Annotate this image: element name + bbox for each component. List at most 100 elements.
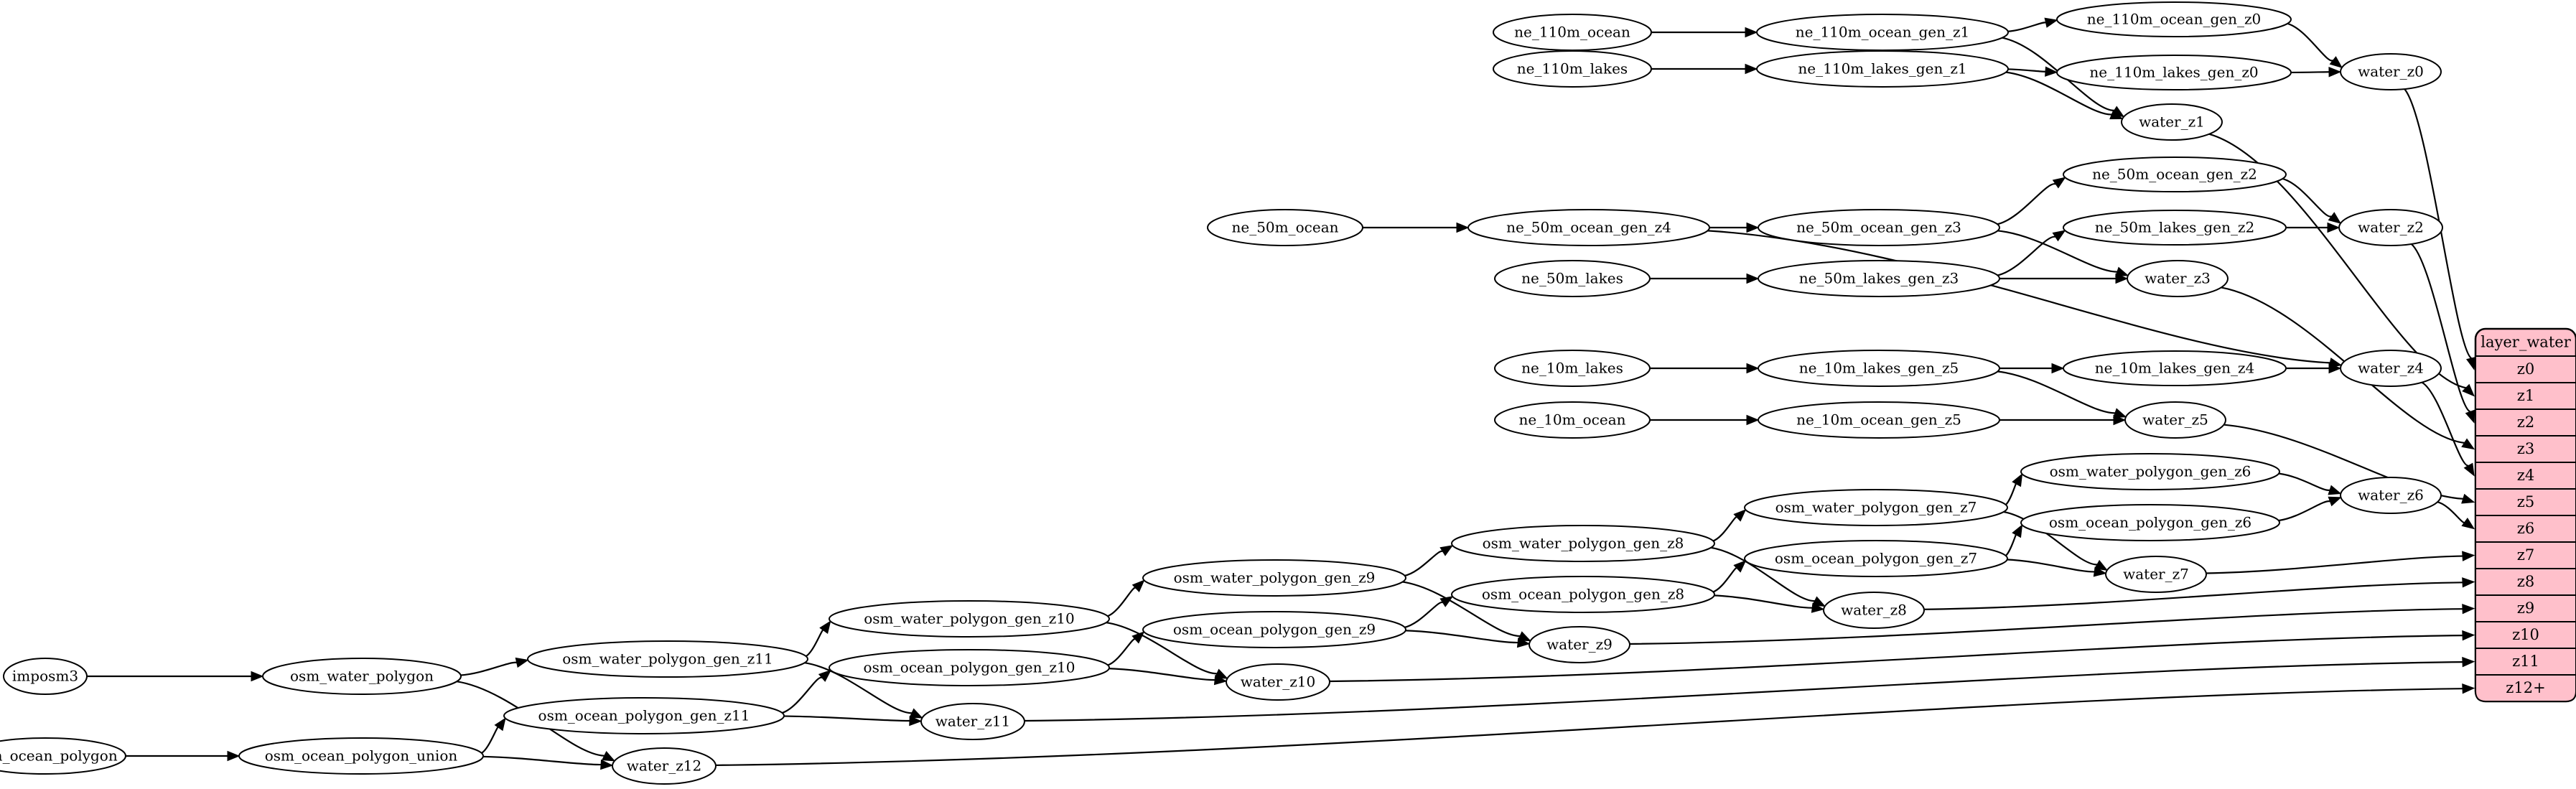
layer-water-row-z3[interactable] xyxy=(2475,435,2576,463)
graph-node-ne-110m-ocean[interactable]: ne_110m_ocean xyxy=(1493,14,1652,51)
node-shape xyxy=(2340,477,2442,514)
graph-node-osm-water-polygon-gen-z9[interactable]: osm_water_polygon_gen_z9 xyxy=(1142,559,1406,597)
graph-node-osm-ocean-polygon-gen-z6[interactable]: osm_ocean_polygon_gen_z6 xyxy=(2020,504,2280,541)
graph-node-osm-ocean-polygon-gen-z11[interactable]: osm_ocean_polygon_gen_z11 xyxy=(503,697,785,734)
layer-water-row-z1[interactable] xyxy=(2475,382,2576,410)
layer-water-row-label: z4 xyxy=(2517,467,2534,484)
graph-node-osm-ocean-polygon-gen-z9[interactable]: osm_ocean_polygon_gen_z9 xyxy=(1142,611,1406,648)
graph-node-water-z0[interactable]: water_z0 xyxy=(2340,53,2442,90)
node-shape xyxy=(1758,401,2000,439)
graph-node-water-z9[interactable]: water_z9 xyxy=(1529,626,1630,663)
graph-edge-arrowhead xyxy=(1456,222,1470,233)
graph-edge-arrowhead xyxy=(1745,63,1758,75)
graph-edge-arrowhead xyxy=(1811,602,1825,613)
graph-node-water-z10[interactable]: water_z10 xyxy=(1226,663,1330,701)
graph-node-osm-water-polygon-gen-z7[interactable]: osm_water_polygon_gen_z7 xyxy=(1744,489,2008,526)
graph-node-ne-10m-lakes-gen-z5[interactable]: ne_10m_lakes_gen_z5 xyxy=(1758,350,2000,387)
graph-node-osm-ocean-polygon-gen-z7[interactable]: osm_ocean_polygon_gen_z7 xyxy=(1744,540,2008,577)
graph-edge-arrowhead xyxy=(2052,177,2066,189)
node-shape xyxy=(612,747,717,785)
graph-node-ne-50m-lakes-gen-z3[interactable]: ne_50m_lakes_gen_z3 xyxy=(1758,260,2000,297)
layer-water-row-z10[interactable] xyxy=(2475,621,2576,649)
node-shape xyxy=(2124,401,2226,439)
graph-node-ne-50m-ocean-gen-z4[interactable]: ne_50m_ocean_gen_z4 xyxy=(1467,209,1710,246)
graph-node-ne-50m-ocean-gen-z2[interactable]: ne_50m_ocean_gen_z2 xyxy=(2063,157,2287,192)
node-label: imposm3 xyxy=(12,668,78,685)
node-label: osm_water_polygon_gen_z8 xyxy=(1483,535,1684,552)
graph-edge-arrowhead xyxy=(2328,363,2342,374)
graph-node-ne-10m-lakes[interactable]: ne_10m_lakes xyxy=(1494,350,1651,387)
graph-node-water-z8[interactable]: water_z8 xyxy=(1823,592,1925,629)
node-shape xyxy=(2127,260,2229,297)
layer-water-row-z2[interactable] xyxy=(2475,408,2576,436)
graph-node-imposm3[interactable]: imposm3 xyxy=(3,658,88,695)
graph-node-ne-10m-ocean[interactable]: ne_10m_ocean xyxy=(1494,401,1651,439)
graph-node-ne-110m-ocean-gen-z1[interactable]: ne_110m_ocean_gen_z1 xyxy=(1756,14,2009,51)
graph-edge-arrowhead xyxy=(1439,545,1454,556)
graph-node-ne-110m-lakes-gen-z1[interactable]: ne_110m_lakes_gen_z1 xyxy=(1756,50,2009,88)
graph-node-water-z1[interactable]: water_z1 xyxy=(2121,103,2223,141)
node-label: water_z5 xyxy=(2142,411,2208,429)
node-label: ne_110m_ocean_gen_z1 xyxy=(1796,24,1970,41)
graph-node-osm-water-polygon-gen-z8[interactable]: osm_water_polygon_gen_z8 xyxy=(1451,525,1715,562)
graph-node-osm-water-polygon-gen-z11[interactable]: osm_water_polygon_gen_z11 xyxy=(527,640,808,678)
node-label: water_z0 xyxy=(2358,63,2424,80)
graph-node-water-z12[interactable]: water_z12 xyxy=(612,747,717,785)
graph-edge-arrowhead xyxy=(1516,637,1531,648)
layer-water-row-z8[interactable] xyxy=(2475,568,2576,596)
graph-edge-arrowhead xyxy=(2462,630,2475,641)
graph-node-osm-ocean-polygon[interactable]: osm_ocean_polygon xyxy=(0,737,126,775)
graph-node-ne-110m-lakes[interactable]: ne_110m_lakes xyxy=(1493,50,1652,88)
graph-node-water-z2[interactable]: water_z2 xyxy=(2338,209,2443,246)
graph-node-osm-water-polygon-gen-z10[interactable]: osm_water_polygon_gen_z10 xyxy=(829,600,1110,638)
graph-node-osm-ocean-polygon-gen-z8[interactable]: osm_ocean_polygon_gen_z8 xyxy=(1451,576,1715,613)
graph-node-ne-50m-ocean-gen-z3[interactable]: ne_50m_ocean_gen_z3 xyxy=(1758,209,2000,246)
node-label: osm_water_polygon_gen_z9 xyxy=(1174,569,1376,587)
layer-water-row-z0[interactable] xyxy=(2475,355,2576,383)
layer-water-row-z9[interactable] xyxy=(2475,594,2576,622)
graph-node-osm-water-polygon-gen-z6[interactable]: osm_water_polygon_gen_z6 xyxy=(2020,453,2280,490)
graph-node-osm-water-polygon[interactable]: osm_water_polygon xyxy=(262,658,462,695)
node-label: ne_110m_ocean_gen_z0 xyxy=(2087,11,2262,28)
node-shape xyxy=(0,737,126,775)
graph-node-water-z3[interactable]: water_z3 xyxy=(2127,260,2229,297)
graph-node-ne-110m-lakes-gen-z0[interactable]: ne_110m_lakes_gen_z0 xyxy=(2056,55,2292,90)
node-shape xyxy=(2340,350,2442,387)
graph-edge xyxy=(2281,177,2332,218)
layer-water-row-z5[interactable] xyxy=(2475,488,2576,516)
graph-node-ne-10m-ocean-gen-z5[interactable]: ne_10m_ocean_gen_z5 xyxy=(1758,401,2000,439)
graph-edge xyxy=(1403,550,1444,577)
layer-water-row-label: z6 xyxy=(2517,520,2534,537)
node-shape xyxy=(2056,1,2292,37)
node-shape xyxy=(1207,209,1363,246)
layer-water-row-z11[interactable] xyxy=(2475,648,2576,676)
node-label: water_z6 xyxy=(2358,487,2424,504)
graph-node-water-z4[interactable]: water_z4 xyxy=(2340,350,2442,387)
graph-node-ne-10m-lakes-gen-z4[interactable]: ne_10m_lakes_gen_z4 xyxy=(2063,350,2287,386)
node-label: ne_110m_lakes xyxy=(1517,60,1628,78)
graph-edge xyxy=(1709,546,1815,602)
node-shape xyxy=(1142,559,1406,597)
graph-node-water-z11[interactable]: water_z11 xyxy=(920,703,1025,740)
graph-node-ne-50m-lakes[interactable]: ne_50m_lakes xyxy=(1494,260,1651,297)
graph-node-ne-50m-ocean[interactable]: ne_50m_ocean xyxy=(1207,209,1363,246)
graph-node-water-z5[interactable]: water_z5 xyxy=(2124,401,2226,439)
graph-node-osm-ocean-polygon-union[interactable]: osm_ocean_polygon_union xyxy=(238,737,484,775)
layer-water-row-z4[interactable] xyxy=(2475,462,2576,490)
node-label: osm_water_polygon_gen_z6 xyxy=(2050,463,2251,480)
graph-edge xyxy=(1996,235,2056,276)
graph-node-ne-50m-lakes-gen-z2[interactable]: ne_50m_lakes_gen_z2 xyxy=(2063,210,2287,246)
graph-edge xyxy=(1404,630,1518,644)
graph-node-water-z6[interactable]: water_z6 xyxy=(2340,477,2442,514)
graph-node-osm-ocean-polygon-gen-z10[interactable]: osm_ocean_polygon_gen_z10 xyxy=(829,649,1110,686)
node-shape xyxy=(2105,556,2207,593)
graph-edge xyxy=(780,676,823,714)
layer-water-row-z7[interactable] xyxy=(2475,541,2576,569)
layer-water-row-z6[interactable] xyxy=(2475,515,2576,543)
node-label: ne_110m_lakes_gen_z1 xyxy=(1798,60,1966,78)
graph-node-ne-110m-ocean-gen-z0[interactable]: ne_110m_ocean_gen_z0 xyxy=(2056,1,2292,37)
graph-edge xyxy=(1629,608,2463,645)
graph-edge xyxy=(2005,559,2095,573)
graph-node-water-z7[interactable]: water_z7 xyxy=(2105,556,2207,593)
